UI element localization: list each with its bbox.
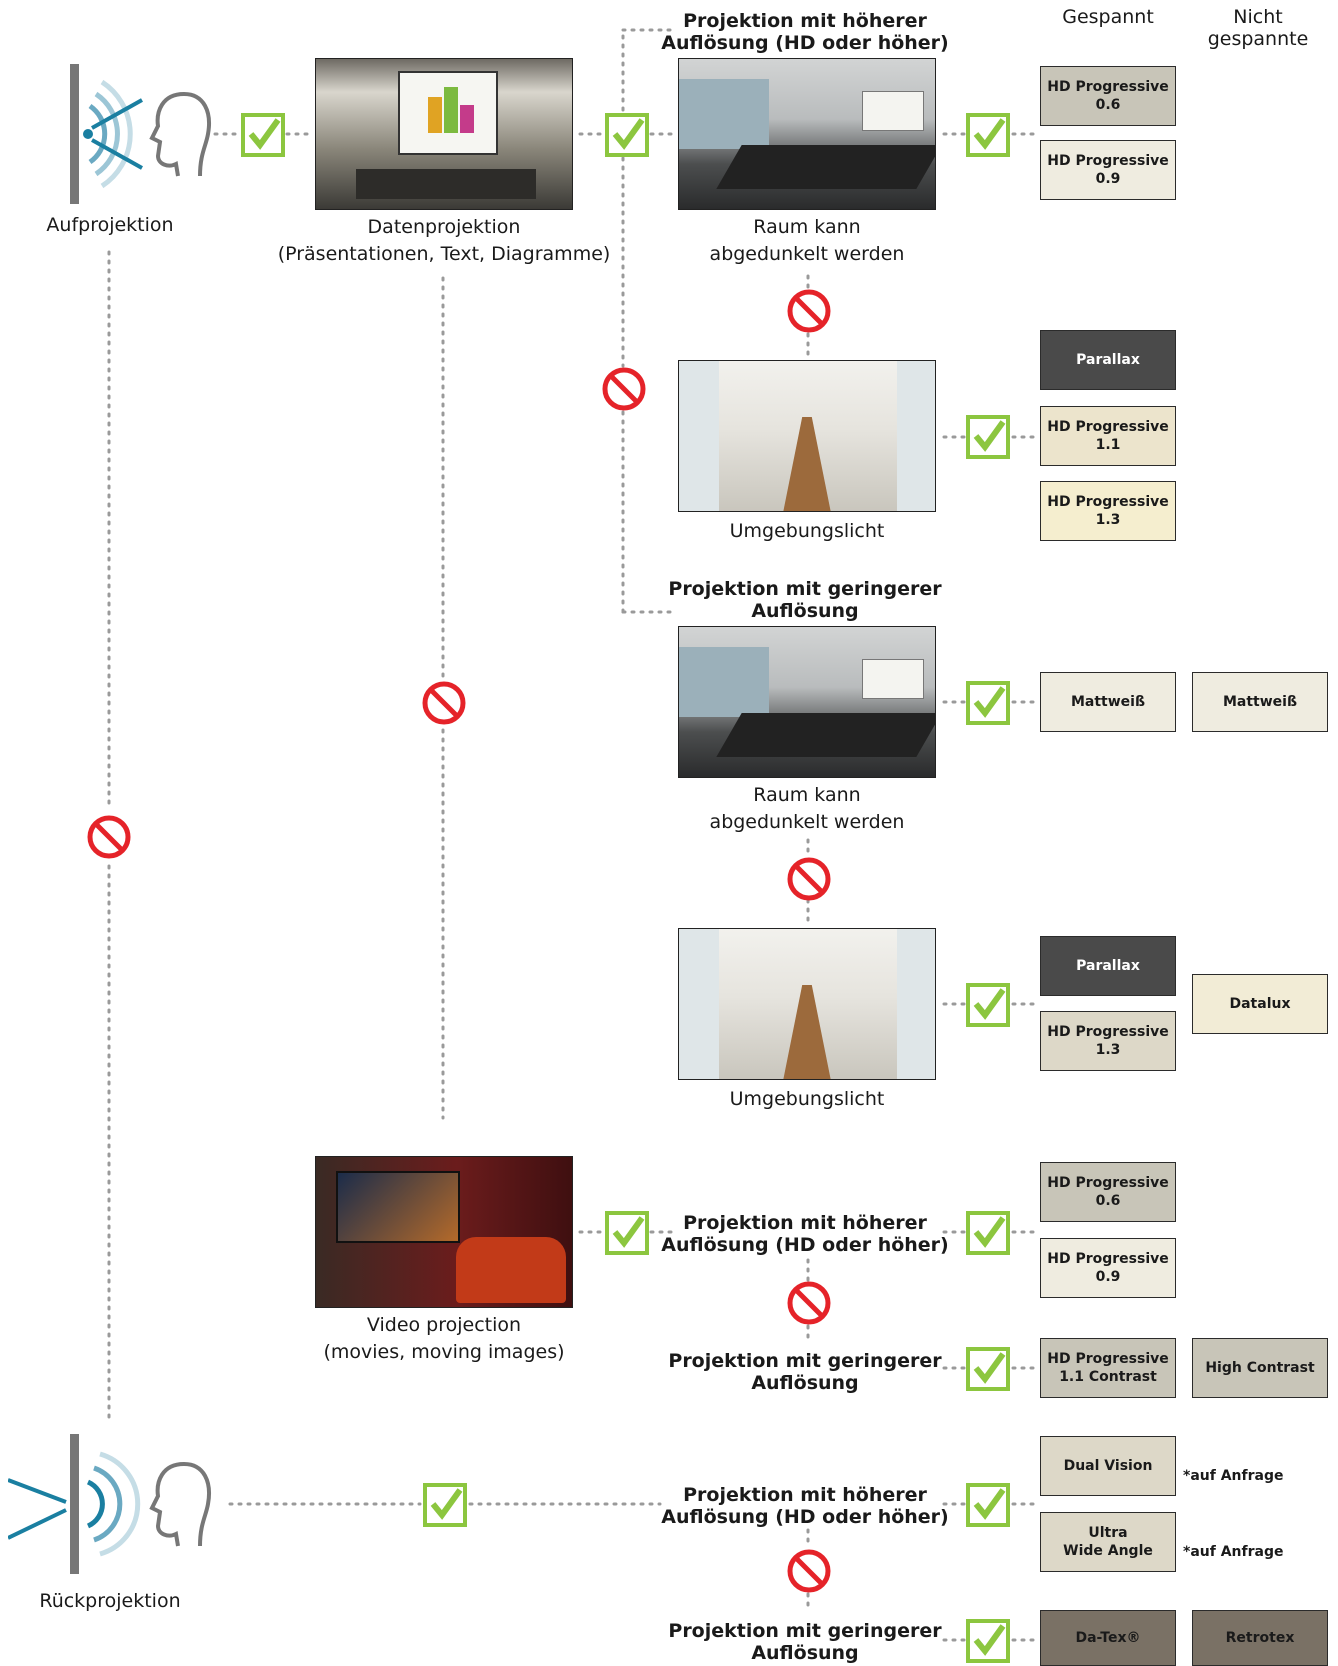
check-icon [605,113,649,157]
title-low-video: Projektion mit geringerer Auflösung [668,1350,942,1394]
product-hd-progressive-0-6: HD Progressive 0.6 [1040,66,1176,126]
label-rueckprojektion: Rückprojektion [39,1590,181,1612]
check-icon [241,113,285,157]
dark-room-photo-1 [678,58,936,210]
product-hd-progressive-0-9: HD Progressive 0.9 [1040,140,1176,200]
label-aufprojektion: Aufprojektion [46,214,174,236]
dark-room-photo-2 [678,626,936,778]
product-hd-progressive-1-1: HD Progressive 1.1 [1040,406,1176,466]
product-parallax: Parallax [1040,330,1176,390]
rear-projection-icon [8,1434,211,1574]
data-projection-photo [315,58,573,210]
label-room-dark-1: Raum kann abgedunkelt werden [709,216,905,265]
title-hd-top: Projektion mit höherer Auflösung (HD ode… [661,10,949,54]
check-icon [966,415,1010,459]
note-on-request-1: *auf Anfrage [1183,1468,1284,1484]
front-projection-icon [70,64,211,204]
product-mattweiss-gespannt: Mattweiß [1040,672,1176,732]
check-icon [966,983,1010,1027]
ambient-light-photo-1 [678,360,936,512]
header-gespannt: Gespannt [1062,6,1154,28]
product-retrotex: Retrotex [1192,1610,1328,1666]
prohibited-icon [787,1281,831,1325]
check-icon [605,1211,649,1255]
label-datenprojektion: Datenprojektion (Präsentationen, Text, D… [277,216,611,265]
prohibited-icon [87,815,131,859]
title-low-mid: Projektion mit geringerer Auflösung [668,578,942,622]
product-ultra-wide-angle: Ultra Wide Angle [1040,1512,1176,1572]
check-icon [966,1619,1010,1663]
label-ambient-2: Umgebungslicht [729,1088,885,1110]
product-datalux: Datalux [1192,974,1328,1034]
check-icon [966,1347,1010,1391]
product-hd-progressive-1-1-contrast: HD Progressive 1.1 Contrast [1040,1338,1176,1398]
label-ambient-1: Umgebungslicht [729,520,885,542]
label-room-dark-2: Raum kann abgedunkelt werden [709,784,905,833]
product-hd-progressive-0-9-b: HD Progressive 0.9 [1040,1238,1176,1298]
prohibited-icon [787,1549,831,1593]
video-projection-photo [315,1156,573,1308]
product-mattweiss-nicht-gespannt: Mattweiß [1192,672,1328,732]
product-hd-progressive-1-3-b: HD Progressive 1.3 [1040,1011,1176,1071]
note-on-request-2: *auf Anfrage [1183,1544,1284,1560]
header-nicht-gespannt: Nicht gespannte [1207,6,1309,50]
check-icon [423,1483,467,1527]
product-hd-progressive-0-6-b: HD Progressive 0.6 [1040,1162,1176,1222]
title-hd-video: Projektion mit höherer Auflösung (HD ode… [661,1212,949,1256]
product-parallax-2: Parallax [1040,936,1176,996]
product-high-contrast: High Contrast [1192,1338,1328,1398]
check-icon [966,1483,1010,1527]
title-hd-rear: Projektion mit höherer Auflösung (HD ode… [661,1484,949,1528]
label-video-projection: Video projection (movies, moving images) [323,1314,565,1363]
check-icon [966,1211,1010,1255]
check-icon [966,681,1010,725]
prohibited-icon [422,681,466,725]
title-low-rear: Projektion mit geringerer Auflösung [668,1620,942,1664]
prohibited-icon [787,857,831,901]
check-icon [966,113,1010,157]
product-da-tex: Da-Tex® [1040,1610,1176,1666]
prohibited-icon [787,289,831,333]
prohibited-icon [602,367,646,411]
product-dual-vision: Dual Vision [1040,1436,1176,1496]
ambient-light-photo-2 [678,928,936,1080]
product-hd-progressive-1-3: HD Progressive 1.3 [1040,481,1176,541]
